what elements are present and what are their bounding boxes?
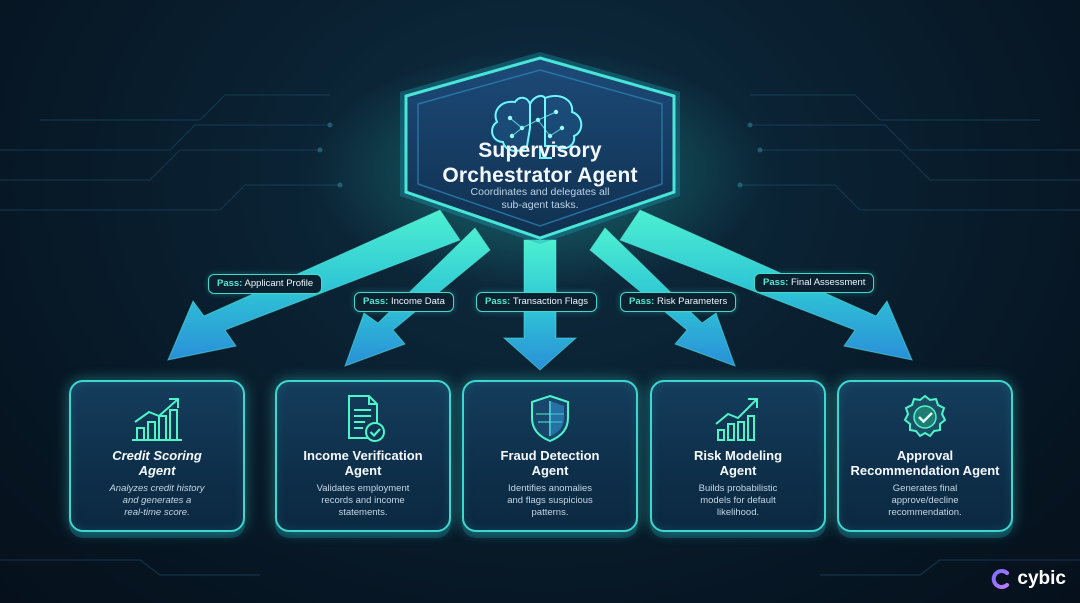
cybic-logo-icon xyxy=(992,569,1010,589)
agent-desc-line: statements. xyxy=(338,507,388,518)
agent-desc-line: and generates a xyxy=(122,495,192,506)
agent-card-fraud-detection: Fraud Detection Agent Identifies anomali… xyxy=(462,380,638,532)
agent-desc-line: models for default xyxy=(700,495,776,506)
pass-prefix: Pass: xyxy=(763,277,789,288)
agent-desc-line: Validates employment xyxy=(316,483,410,494)
agent-card-income-verification: Income Verification Agent Validates empl… xyxy=(275,380,451,532)
orchestrator-title-line2: Orchestrator Agent xyxy=(442,164,638,187)
agent-desc-line: Identifies anomalies xyxy=(508,483,592,494)
agent-desc-line: patterns. xyxy=(531,507,569,518)
agent-title-line2: Recommendation Agent xyxy=(850,463,1000,478)
pass-prefix: Pass: xyxy=(485,296,511,307)
agent-desc-line: Analyzes credit history xyxy=(109,483,205,494)
agent-card-credit-scoring: Credit Scoring Agent Analyzes credit his… xyxy=(69,380,245,532)
pass-prefix: Pass: xyxy=(363,296,389,307)
agent-desc-line: and flags suspicious xyxy=(507,495,593,506)
agent-title: Risk Modeling Agent xyxy=(658,448,818,478)
orchestrator-title-line1: Supervisory xyxy=(478,139,602,162)
orchestrator-description: Coordinates and delegates all sub-agent … xyxy=(430,186,650,212)
agent-description: Builds probabilistic models for default … xyxy=(662,483,814,519)
pass-prefix: Pass: xyxy=(217,278,243,289)
agent-title: Approval Recommendation Agent xyxy=(845,448,1005,478)
agent-card-approval-recommendation: Approval Recommendation Agent Generates … xyxy=(837,380,1013,532)
brand-logo: cybic xyxy=(991,567,1066,591)
agent-title-line1: Income Verification xyxy=(303,448,423,463)
agent-title: Fraud Detection Agent xyxy=(470,448,630,478)
agent-desc-line: records and income xyxy=(321,495,405,506)
trend-chart-icon xyxy=(715,398,758,441)
pass-value: Risk Parameters xyxy=(657,296,728,307)
pass-value: Income Data xyxy=(391,296,445,307)
pass-prefix: Pass: xyxy=(629,296,655,307)
bar-chart-growth-icon xyxy=(132,398,182,441)
agent-title-line2: Agent xyxy=(344,463,382,478)
document-check-icon xyxy=(348,395,385,442)
pass-label-transaction-flags: Pass: Transaction Flags xyxy=(476,292,597,312)
agent-title-line1: Approval xyxy=(896,448,954,463)
circuit-traces xyxy=(0,94,1080,576)
pass-label-risk-parameters: Pass: Risk Parameters xyxy=(620,292,737,312)
orchestrator-title: Supervisory Orchestrator Agent xyxy=(420,138,660,188)
agent-description: Generates final approve/decline recommen… xyxy=(849,483,1001,519)
pass-label-income-data: Pass: Income Data xyxy=(354,292,454,312)
agent-title-line2: Agent xyxy=(531,463,569,478)
agent-description: Validates employment records and income … xyxy=(287,483,439,519)
pass-value: Applicant Profile xyxy=(244,278,314,289)
agent-desc-line: Generates final xyxy=(892,483,958,494)
pass-label-final-assessment: Pass: Final Assessment xyxy=(754,273,875,293)
orchestrator-desc-line2: sub-agent tasks. xyxy=(501,199,579,211)
brand-name: cybic xyxy=(1017,568,1066,589)
agent-desc-line: approve/decline xyxy=(891,495,959,506)
agent-title-line2: Agent xyxy=(138,463,176,478)
agent-desc-line: recommendation. xyxy=(888,507,962,518)
agent-title: Credit Scoring Agent xyxy=(77,448,237,478)
pass-value: Transaction Flags xyxy=(512,296,588,307)
pass-label-applicant-profile: Pass: Applicant Profile xyxy=(208,274,323,294)
shield-icon xyxy=(531,394,569,443)
agent-title-line2: Agent xyxy=(719,463,757,478)
agent-card-risk-modeling: Risk Modeling Agent Builds probabilistic… xyxy=(650,380,826,532)
agent-desc-line: likelihood. xyxy=(716,507,760,518)
agent-description: Identifies anomalies and flags suspiciou… xyxy=(474,483,626,519)
pass-value: Final Assessment xyxy=(791,277,866,288)
agent-title-line1: Credit Scoring xyxy=(112,448,202,463)
agent-desc-line: real-time score. xyxy=(124,507,190,518)
badge-check-icon xyxy=(903,394,947,438)
agent-title-line1: Risk Modeling xyxy=(693,448,783,463)
agent-description: Analyzes credit history and generates a … xyxy=(81,483,233,519)
agent-title: Income Verification Agent xyxy=(283,448,443,478)
agent-desc-line: Builds probabilistic xyxy=(698,483,778,494)
agent-title-line1: Fraud Detection xyxy=(500,448,600,463)
brain-icon xyxy=(491,94,583,159)
orchestrator-desc-line1: Coordinates and delegates all xyxy=(470,186,610,198)
